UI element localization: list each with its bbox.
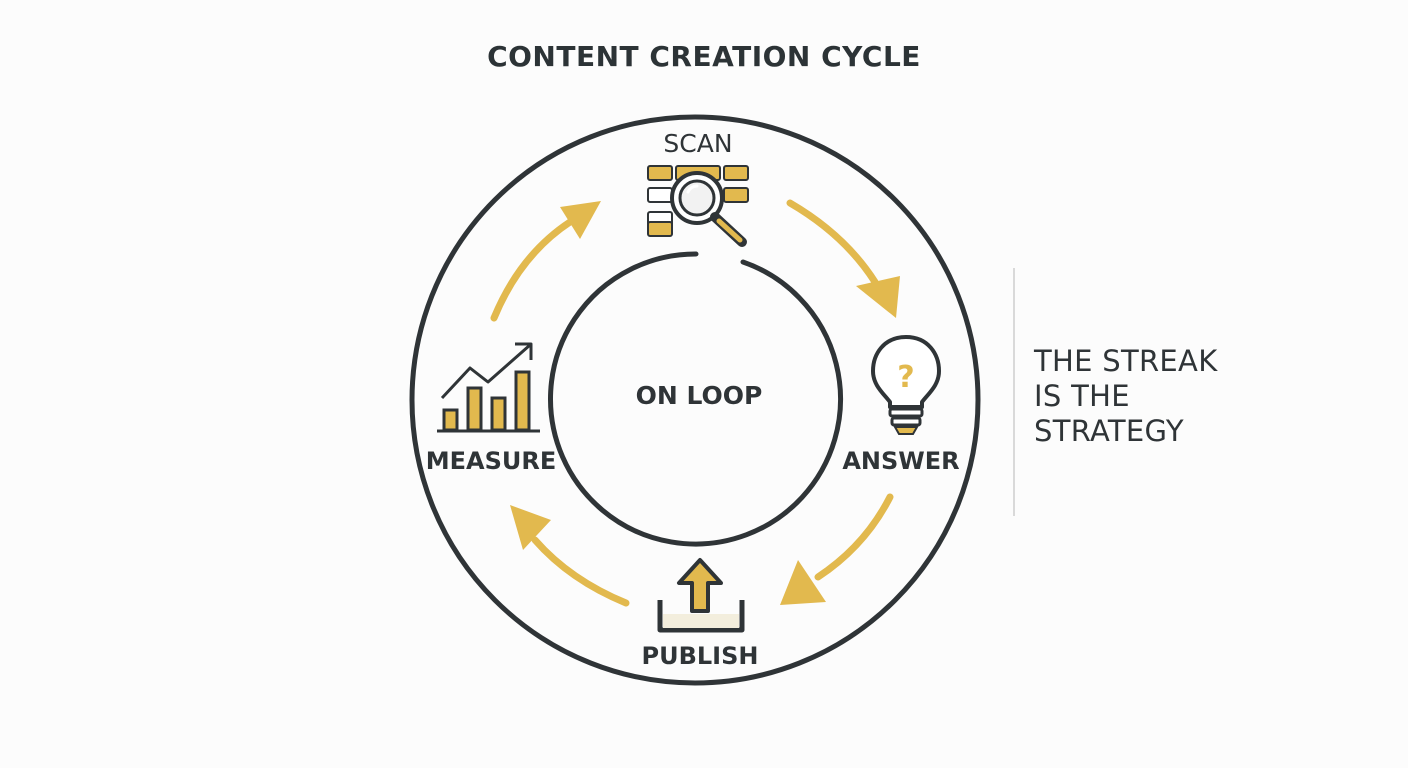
- outer-ring: [409, 114, 981, 686]
- scan-label: SCAN: [663, 129, 732, 158]
- center-label: ON LOOP: [636, 381, 763, 410]
- inner-ring: [548, 251, 843, 547]
- answer-label: ANSWER: [842, 447, 959, 475]
- growth-chart-icon: [437, 342, 540, 433]
- arrow-measure-to-scan: [490, 201, 601, 322]
- arrow-scan-to-answer: [786, 199, 900, 318]
- measure-label: MEASURE: [426, 447, 557, 475]
- tagline-line-3: STRATEGY: [1034, 414, 1184, 448]
- lightbulb-question-icon: ?: [871, 335, 941, 435]
- svg-text:?: ?: [897, 360, 914, 395]
- arrow-answer-to-publish: [780, 493, 894, 605]
- arrow-publish-to-measure: [510, 505, 630, 607]
- upload-tray-icon: [657, 558, 745, 633]
- tagline: THE STREAK IS THE STRATEGY: [1034, 344, 1394, 449]
- magnifier-grid-icon: [647, 165, 749, 247]
- publish-label: PUBLISH: [642, 642, 759, 670]
- divider: [1013, 268, 1015, 516]
- page-title: CONTENT CREATION CYCLE: [487, 40, 921, 73]
- tagline-line-2: IS THE: [1034, 379, 1130, 413]
- tagline-line-1: THE STREAK: [1034, 344, 1218, 378]
